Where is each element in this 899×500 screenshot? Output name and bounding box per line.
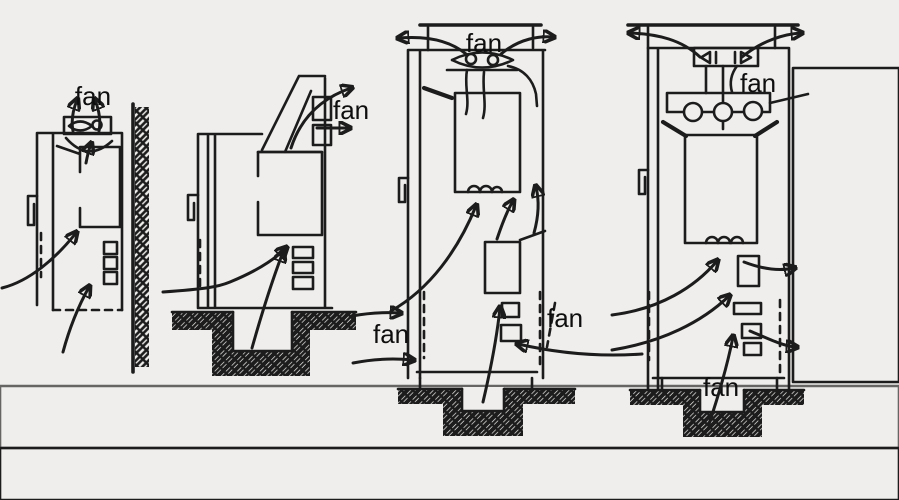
baffle-line bbox=[421, 85, 455, 101]
exhaust-duct bbox=[256, 74, 327, 154]
plinth bbox=[415, 370, 539, 391]
diagram-wall-mounted-cabinet: fan bbox=[0, 81, 149, 374]
airflow-arrow-exhaust bbox=[289, 88, 351, 150]
airflow-arrow-up bbox=[72, 100, 77, 133]
component-box bbox=[683, 133, 759, 245]
floor-hatching bbox=[762, 390, 804, 405]
airflow-arrow-intake-right bbox=[518, 344, 644, 357]
fan-label: fan bbox=[466, 28, 502, 58]
vent-louver bbox=[732, 301, 763, 316]
component-box bbox=[55, 144, 122, 229]
vent-louver bbox=[740, 322, 763, 340]
airflow-arrow-intake bbox=[350, 313, 400, 316]
floor-hatching bbox=[398, 389, 443, 404]
diagram-cabinet-duct-fan-pit: fan bbox=[161, 74, 369, 376]
diagram-cabinet-roof-fan: fan fan fan bbox=[350, 23, 644, 436]
fan-impeller-icon bbox=[699, 50, 718, 65]
vent-louver bbox=[499, 323, 523, 343]
airflow-arrow-rise bbox=[495, 201, 513, 241]
diagram-cabinet-internal-fans: fan fan bbox=[610, 23, 810, 437]
fan-blade-curl bbox=[486, 53, 500, 67]
duct-curve bbox=[506, 64, 539, 108]
vent-louver bbox=[102, 255, 119, 271]
wall-hatching bbox=[135, 107, 149, 367]
busbar-insulator bbox=[712, 101, 734, 123]
door-hinge-hook bbox=[26, 194, 39, 227]
floor-hatching bbox=[310, 312, 356, 330]
airflow-arrow-up bbox=[95, 100, 100, 133]
fan-label: fan bbox=[740, 68, 776, 98]
fan-unit-icon bbox=[311, 123, 333, 147]
cable-gland-bumps bbox=[466, 184, 504, 194]
airflow-arrow-pit bbox=[707, 337, 733, 426]
cabinet-outline bbox=[406, 48, 547, 380]
lower-component-box bbox=[483, 240, 522, 295]
cable-pit-outline bbox=[698, 388, 746, 414]
door-hinge-hook bbox=[397, 176, 410, 204]
component-box bbox=[256, 150, 324, 237]
cable-pit-outline bbox=[231, 310, 294, 353]
door-hinge-hook bbox=[637, 168, 650, 196]
fan-unit-icon bbox=[311, 95, 333, 122]
label-leader-curl bbox=[729, 64, 739, 94]
connector-line bbox=[518, 229, 547, 242]
airflow-arrow-intake bbox=[351, 359, 413, 363]
airflow-arrow-exhaust-right bbox=[499, 37, 553, 56]
vent-louver bbox=[291, 260, 315, 275]
floor-hatching bbox=[523, 389, 575, 404]
airflow-arrow-pit bbox=[481, 308, 500, 404]
side-fan-dashes-right bbox=[545, 301, 557, 349]
airflow-arrow-intake bbox=[61, 287, 89, 354]
plinth bbox=[660, 376, 779, 392]
fan-label: fan bbox=[547, 303, 583, 333]
airflow-arrow-intake bbox=[0, 233, 76, 290]
airflow-arrow-intake bbox=[610, 296, 729, 352]
fan-impeller-icon bbox=[91, 119, 103, 131]
airflow-arrow-exhaust-side bbox=[742, 260, 794, 270]
busbar-insulator bbox=[742, 100, 764, 122]
busbar-exit-line bbox=[768, 92, 810, 105]
airflow-arrow-exhaust-side bbox=[748, 329, 796, 347]
fan-label: fan bbox=[75, 81, 111, 111]
vent-louver bbox=[291, 245, 315, 260]
vent-louver bbox=[500, 301, 521, 319]
vent-louver bbox=[102, 270, 119, 286]
airflow-arrow-intake bbox=[610, 261, 717, 317]
vent-louver bbox=[736, 254, 761, 288]
airflow-arrow-pit bbox=[250, 252, 283, 350]
fan-unit-icon bbox=[692, 46, 760, 68]
airflow-arrow-rise bbox=[534, 187, 538, 235]
door-hinge-hook bbox=[186, 193, 200, 222]
busbar-insulator bbox=[682, 101, 704, 123]
cable-gland-bumps bbox=[704, 235, 745, 245]
component-box bbox=[453, 91, 522, 194]
corner-gussets bbox=[660, 119, 780, 139]
floor-hatching bbox=[630, 390, 683, 405]
airflow-arrow-up bbox=[86, 144, 91, 165]
fan-impeller-icon bbox=[733, 50, 753, 65]
airflow-arrow-exhaust-left bbox=[630, 33, 702, 59]
airflow-arrow-intake bbox=[161, 248, 286, 294]
fan-blade-curl bbox=[464, 52, 478, 66]
vent-louver bbox=[742, 341, 763, 357]
cable-pit-outline bbox=[460, 387, 506, 413]
fan-label: fan bbox=[373, 319, 409, 349]
fan-label: fan bbox=[333, 95, 369, 125]
floor-hatching bbox=[172, 312, 212, 330]
bottom-gray-band bbox=[0, 446, 899, 500]
vent-louver bbox=[291, 275, 315, 291]
airflow-arrow-exhaust-right bbox=[740, 33, 801, 59]
right-gray-panel bbox=[791, 66, 899, 384]
cabinet-outline bbox=[35, 131, 124, 312]
airflow-arrow-rise bbox=[389, 206, 476, 313]
vent-louver bbox=[102, 240, 119, 256]
cabinet-outline bbox=[196, 76, 334, 310]
cable-pit-opening bbox=[701, 388, 744, 412]
